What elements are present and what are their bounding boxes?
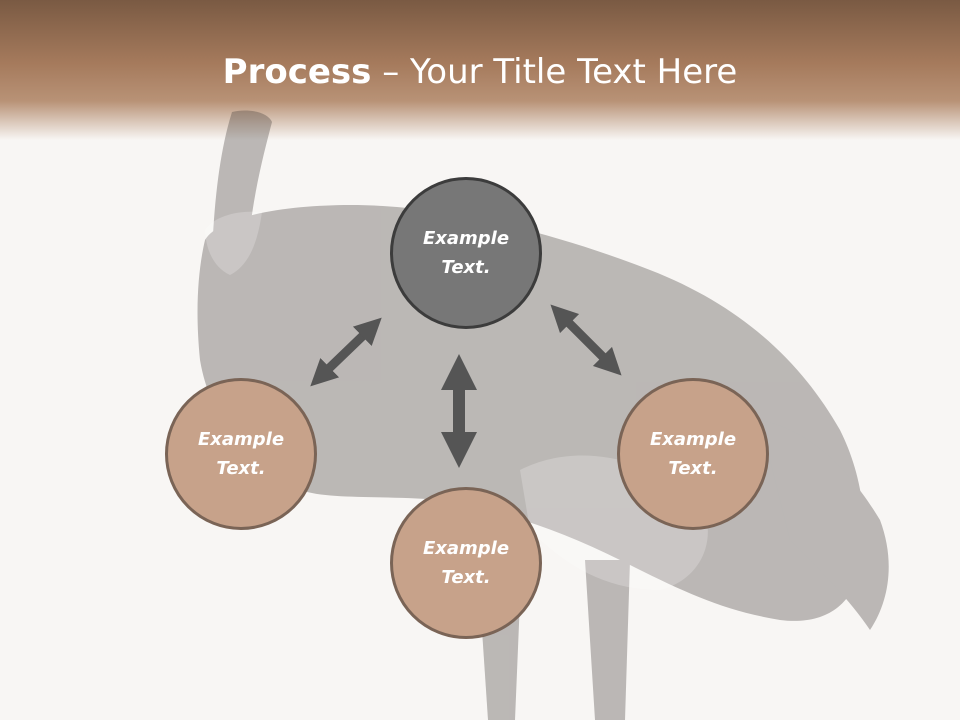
process-node-right[interactable]: Example Text. <box>617 378 769 530</box>
process-node-left[interactable]: Example Text. <box>165 378 317 530</box>
title-dash: – <box>371 52 411 92</box>
title-rest: Your Title Text Here <box>410 52 738 92</box>
process-node-bottom[interactable]: Example Text. <box>390 487 542 639</box>
node-right-text: Example Text. <box>649 429 737 479</box>
slide-title: Process – Your Title Text Here <box>0 52 960 92</box>
arrow-top-right <box>550 304 622 376</box>
title-strong: Process <box>222 52 372 92</box>
title-banner <box>0 0 960 140</box>
process-node-top[interactable]: Example Text. <box>390 177 542 329</box>
arrow-top-left <box>310 317 382 387</box>
node-bottom-text: Example Text. <box>422 538 510 588</box>
node-top-text: Example Text. <box>422 228 510 278</box>
node-left-text: Example Text. <box>197 429 285 479</box>
